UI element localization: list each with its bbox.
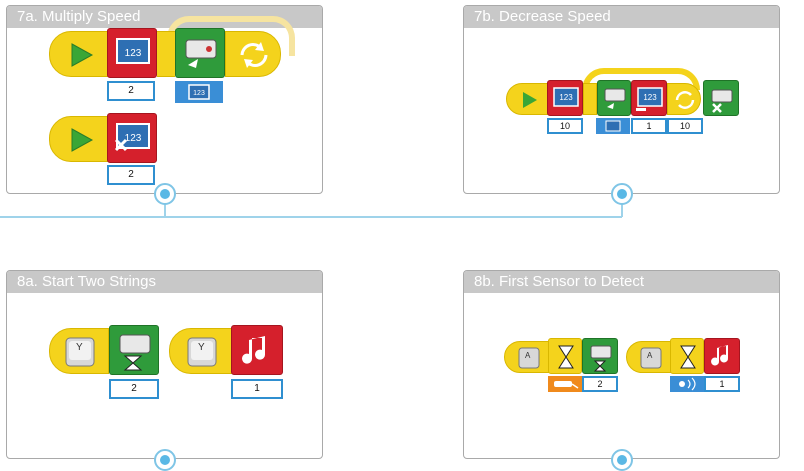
sound-sensor-icon xyxy=(679,377,696,391)
key-label: A xyxy=(647,351,653,360)
wait-for-block[interactable] xyxy=(548,338,582,374)
key-start-block[interactable]: Y xyxy=(49,328,109,374)
keyboard-key-icon xyxy=(640,347,662,369)
connector-strip xyxy=(157,31,175,77)
start-play-icon xyxy=(523,92,537,108)
key-label: Y xyxy=(198,342,205,353)
motor-stop-icon xyxy=(711,89,733,113)
multiply-variable-block[interactable]: 123 xyxy=(107,113,157,163)
sound-sensor-input[interactable] xyxy=(670,376,704,392)
keyboard-key-icon xyxy=(187,337,217,367)
svg-text:123: 123 xyxy=(559,93,573,102)
connection-node-7b[interactable] xyxy=(611,183,633,205)
key-start-block[interactable]: A xyxy=(504,341,550,373)
card-title: 7a. Multiply Speed xyxy=(7,6,322,28)
wait-for-block[interactable] xyxy=(670,338,704,374)
number-display-icon: 123 xyxy=(188,84,210,100)
loop-arc xyxy=(582,68,700,90)
key-start-block[interactable]: Y xyxy=(169,328,233,374)
tilt-sensor-input[interactable] xyxy=(548,376,582,392)
play-sound-block[interactable] xyxy=(704,338,740,374)
subtract-icon: 123 xyxy=(636,87,663,111)
card-title: 8b. First Sensor to Detect xyxy=(464,271,779,293)
motor-on-for-block[interactable] xyxy=(582,338,618,374)
repeat-loop-block[interactable] xyxy=(667,83,701,115)
card-title: 8a. Start Two Strings xyxy=(7,271,322,293)
tilt-sensor-icon xyxy=(554,381,579,389)
motor-wait-icon xyxy=(590,345,612,372)
sound-number-input[interactable]: 1 xyxy=(231,379,283,399)
start-block[interactable] xyxy=(506,83,550,115)
music-note-icon xyxy=(242,336,266,364)
connection-node-7a[interactable] xyxy=(154,183,176,205)
number-input[interactable]: 2 xyxy=(107,81,155,101)
connector-strip xyxy=(583,83,597,115)
key-label: A xyxy=(525,351,531,360)
sound-number-input[interactable]: 1 xyxy=(704,376,740,392)
keyboard-key-icon xyxy=(65,337,95,367)
number-input[interactable]: 10 xyxy=(547,118,583,134)
motor-stop-block[interactable] xyxy=(703,80,739,116)
connector-stem-7a xyxy=(164,200,166,217)
loop-arrows-icon xyxy=(675,91,695,109)
card-8b-first-sensor-to-detect[interactable]: 8b. First Sensor to Detect A 2 A 1 xyxy=(463,270,780,459)
card-8a-start-two-strings[interactable]: 8a. Start Two Strings Y 2 Y 1 xyxy=(6,270,323,459)
key-start-block[interactable]: A xyxy=(626,341,672,373)
motor-power-block[interactable] xyxy=(597,80,631,116)
svg-text:123: 123 xyxy=(643,93,657,102)
hourglass-icon xyxy=(680,345,696,369)
start-play-icon xyxy=(71,128,94,152)
multiply-icon: 123 xyxy=(114,123,150,152)
connector-line-top xyxy=(0,216,622,218)
svg-text:123: 123 xyxy=(193,90,205,97)
number-display-icon xyxy=(605,120,621,132)
number-input[interactable]: 2 xyxy=(107,165,155,185)
number-display-icon: 123 xyxy=(116,38,150,64)
key-label: Y xyxy=(76,342,83,353)
loop-count-input[interactable]: 10 xyxy=(667,118,703,134)
start-block[interactable] xyxy=(49,31,109,77)
number-display-icon: 123 xyxy=(553,87,579,107)
repeat-loop-block[interactable] xyxy=(225,31,281,77)
keyboard-key-icon xyxy=(518,347,540,369)
set-variable-block[interactable]: 123 xyxy=(107,28,157,78)
svg-text:123: 123 xyxy=(125,48,142,59)
card-7a-multiply-speed[interactable]: 7a. Multiply Speed 123 2 123 123 2 xyxy=(6,5,323,194)
motor-on-for-block[interactable] xyxy=(109,325,159,375)
subtract-variable-block[interactable]: 123 xyxy=(631,80,667,116)
start-block[interactable] xyxy=(49,116,109,162)
motor-icon xyxy=(185,39,217,68)
start-play-icon xyxy=(71,43,94,67)
number-input[interactable]: 2 xyxy=(582,376,618,392)
connector-stem-7b xyxy=(621,200,623,217)
card-7b-decrease-speed[interactable]: 7b. Decrease Speed 123 123 10 1 10 xyxy=(463,5,780,194)
svg-text:123: 123 xyxy=(125,133,142,144)
motor-icon xyxy=(604,88,626,109)
number-input[interactable]: 1 xyxy=(631,118,667,134)
motor-wait-icon xyxy=(119,334,151,371)
variable-input[interactable] xyxy=(596,118,630,134)
play-sound-block[interactable] xyxy=(231,325,283,375)
loop-arrows-icon xyxy=(240,42,268,68)
number-input[interactable]: 2 xyxy=(109,379,159,399)
music-note-icon xyxy=(711,345,729,366)
variable-input[interactable]: 123 xyxy=(175,81,223,103)
card-title: 7b. Decrease Speed xyxy=(464,6,779,28)
hourglass-icon xyxy=(558,345,574,369)
set-variable-block[interactable]: 123 xyxy=(547,80,583,116)
motor-power-block[interactable] xyxy=(175,28,225,78)
